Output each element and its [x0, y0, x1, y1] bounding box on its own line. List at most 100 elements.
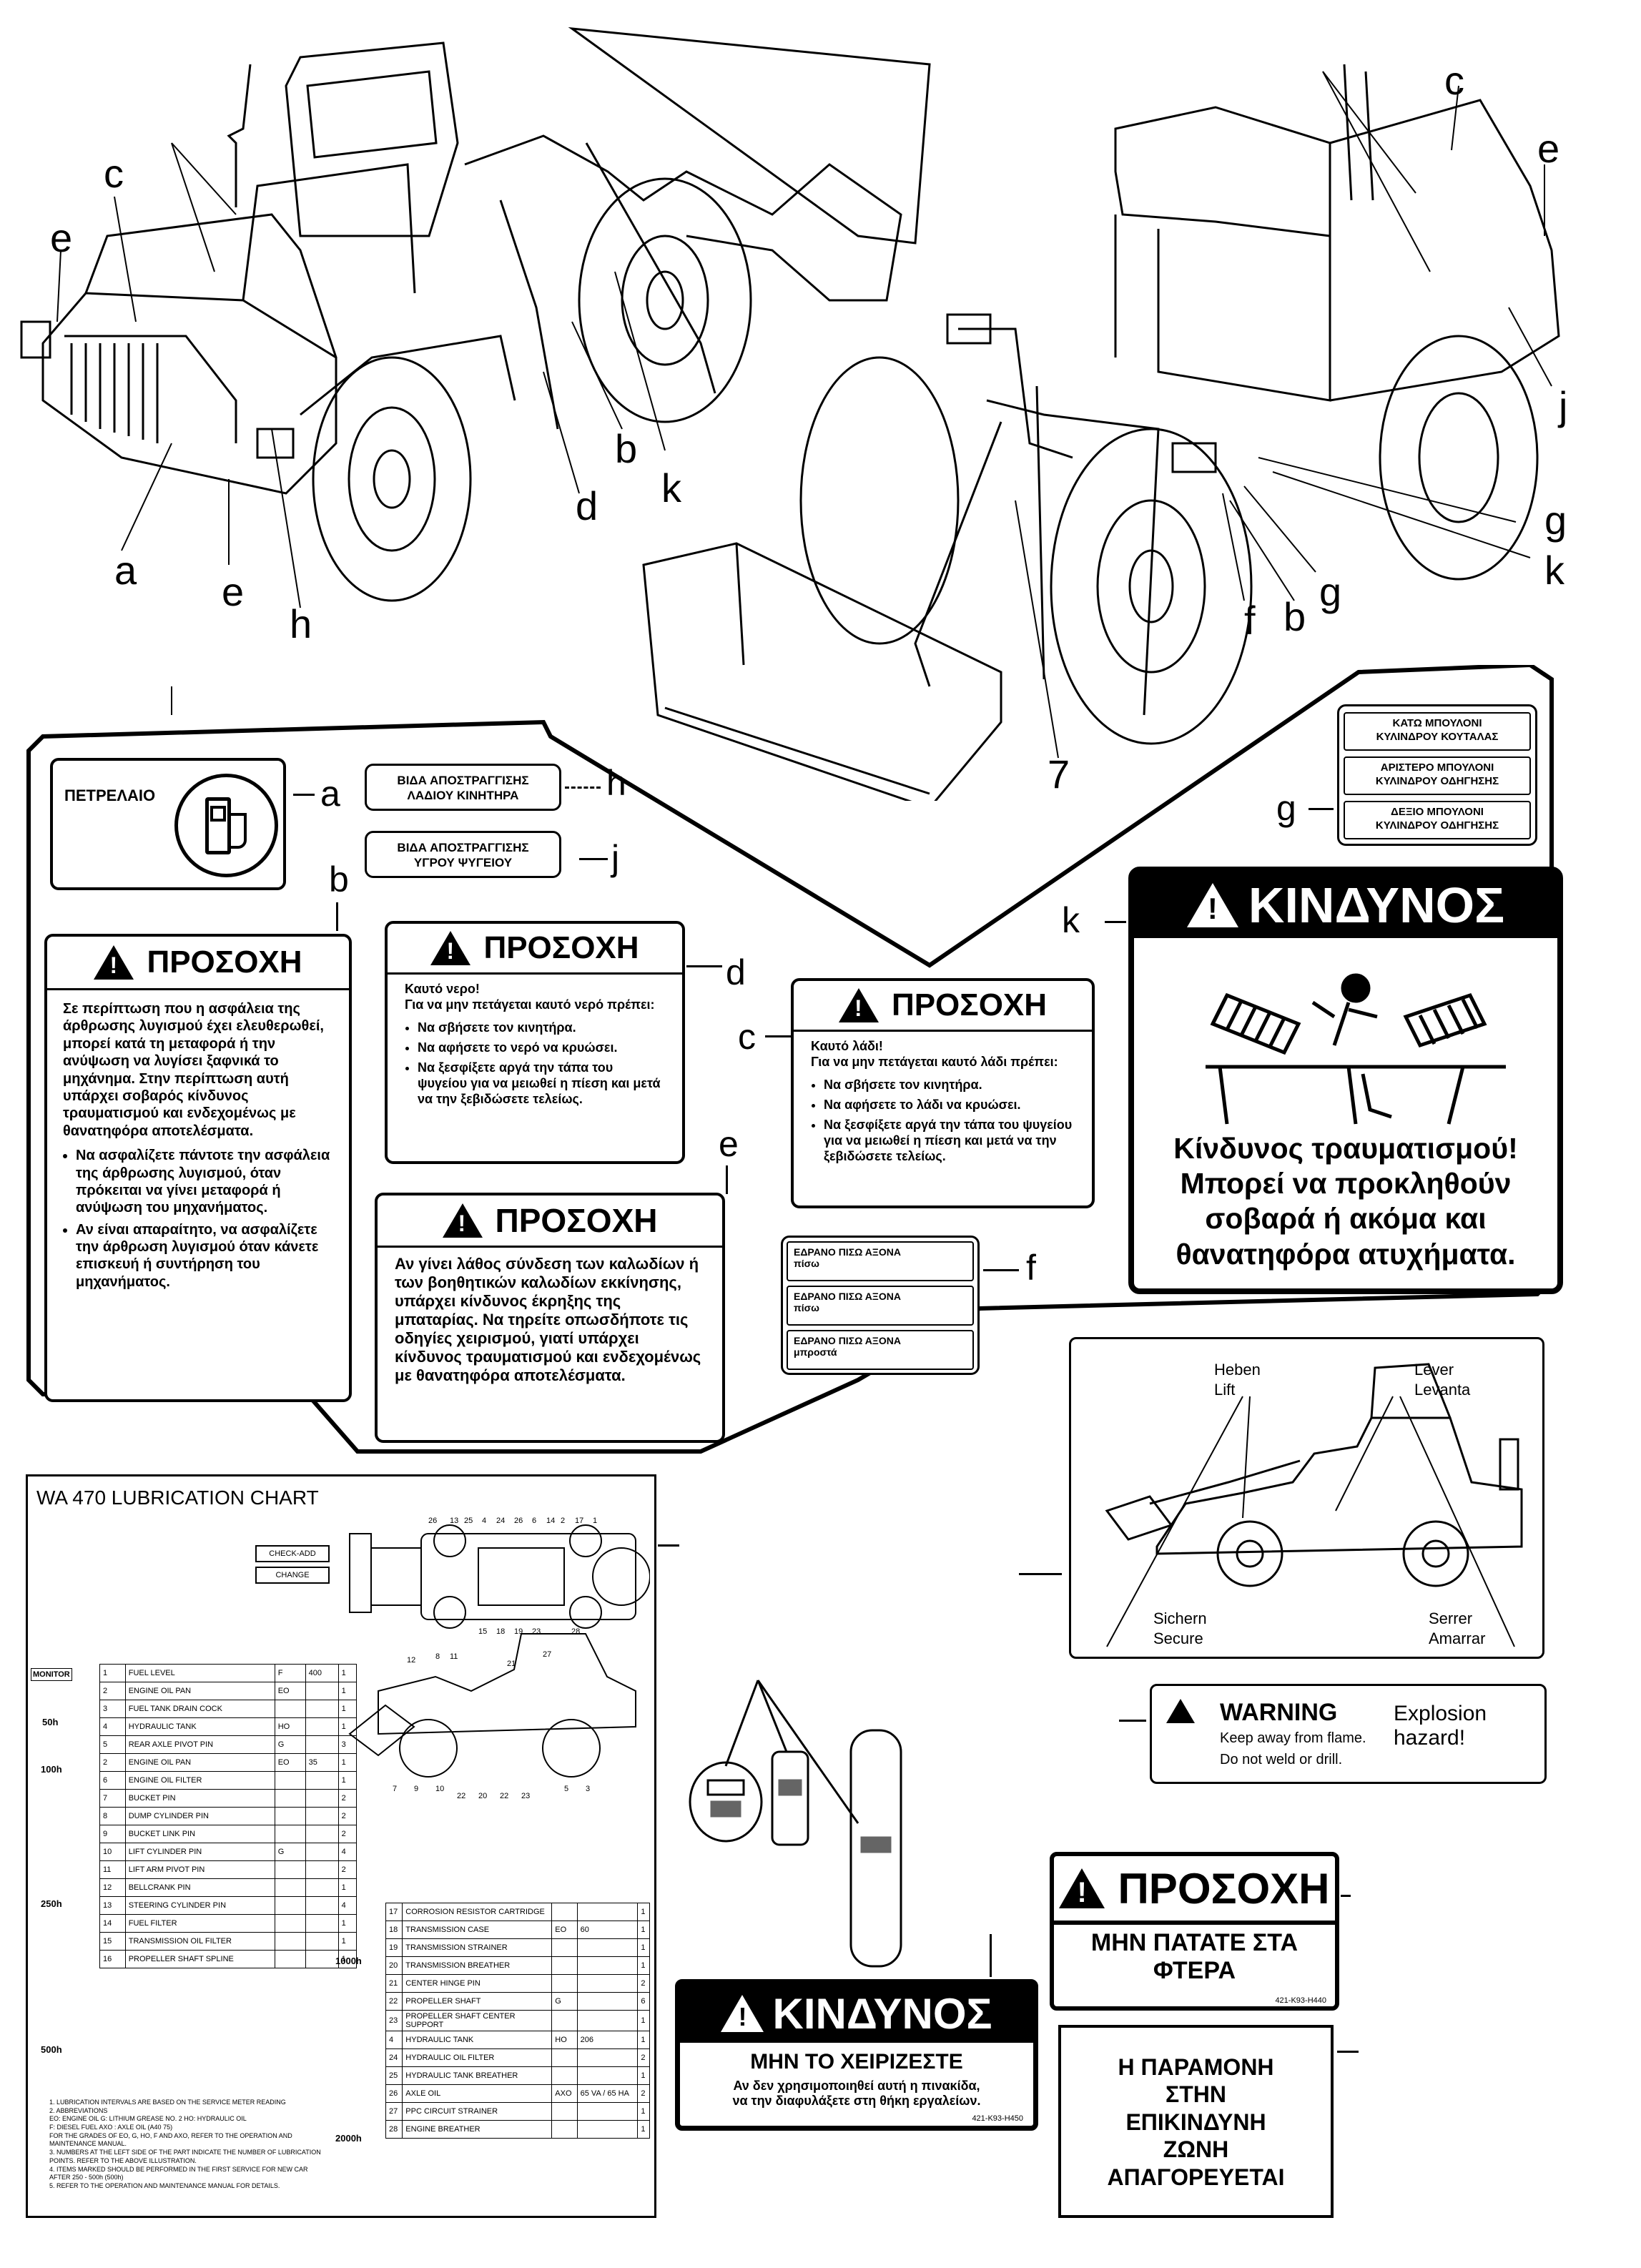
diagram-number: 22	[500, 1792, 508, 1800]
lubrication-cell-n: 27	[385, 2102, 403, 2121]
lubrication-cell-n: 7	[99, 1789, 126, 1808]
lubrication-cell-pts: 1	[337, 1950, 358, 1968]
lubrication-cell-item: TRANSMISSION OIL FILTER	[124, 1932, 275, 1951]
lubrication-cell-item: HYDRAULIC TANK BREATHER	[402, 2066, 553, 2085]
label-b-left: b	[615, 426, 638, 471]
interval-1000h: 1000h	[335, 1956, 362, 1966]
callout-b: b	[329, 859, 349, 899]
change-legend: CHANGE	[255, 1567, 330, 1584]
lubrication-cell-lub: AXO	[551, 2084, 578, 2103]
lubrication-cell-qty	[305, 1843, 339, 1861]
diagram-number: 6	[532, 1517, 536, 1525]
lubrication-cell-pts: 1	[637, 1921, 650, 1939]
label-e-left-bottom: e	[222, 569, 245, 614]
label-c-left: c	[104, 151, 124, 196]
lubrication-cell-n: 17	[385, 1903, 403, 1921]
lubrication-cell-pts: 3	[337, 1735, 358, 1754]
danger-header: ! ΚΙΝΔΥΝΟΣ	[1134, 872, 1557, 938]
lubrication-cell-lub	[274, 1825, 306, 1843]
lubrication-cell-pts: 1	[637, 2066, 650, 2085]
warning-triangle-icon: !	[1186, 883, 1238, 927]
lubrication-cell-lub	[274, 1807, 306, 1825]
lubrication-cell-item: TRANSMISSION STRAINER	[402, 1938, 553, 1957]
lubrication-cell-lub: EO	[551, 1921, 578, 1939]
interval-2000h: 2000h	[335, 2133, 362, 2144]
explosion-warning-decal: WARNING Explosion hazard! Keep away from…	[1150, 1684, 1547, 1784]
lubrication-cell-item: PROPELLER SHAFT	[402, 1992, 553, 2011]
diagram-number: 14	[546, 1517, 555, 1525]
lubrication-cell-pts: 1	[337, 1664, 358, 1682]
lubrication-title: WA 470 LUBRICATION CHART	[36, 1486, 319, 1509]
diagram-number: 26	[514, 1517, 523, 1525]
lubrication-cell-lub	[551, 1956, 578, 1975]
interval-50h: 50h	[42, 1717, 59, 1727]
battery-explosion-warning: ΠΡΟΣΟΧΗ Αν γίνει λάθος σύνδεση των καλωδ…	[375, 1193, 725, 1443]
lubrication-cell-lub	[274, 1789, 306, 1808]
lubrication-cell-pts: 1	[337, 1932, 358, 1951]
diagram-number: 7	[393, 1785, 397, 1793]
label-b-right: b	[1283, 594, 1306, 639]
lubrication-cell-pts: 2	[337, 1807, 358, 1825]
diagram-number: 3	[586, 1785, 590, 1793]
lubrication-cell-lub	[274, 1771, 306, 1790]
lubrication-cell-lub: G	[274, 1735, 306, 1754]
lubrication-cell-item: FUEL TANK DRAIN COCK	[124, 1700, 275, 1718]
label-g-right-1: g	[1544, 498, 1567, 543]
lubrication-cell-pts: 1	[637, 1956, 650, 1975]
callout-c: c	[738, 1017, 756, 1057]
lubrication-cell-pts: 1	[337, 1717, 358, 1736]
lubrication-cell-qty	[305, 1789, 339, 1808]
lubrication-cell-pts: 1	[337, 1682, 358, 1700]
lubrication-cell-pts: 1	[337, 1771, 358, 1790]
warning-triangle-icon	[430, 931, 471, 965]
hot-water-warning: ΠΡΟΣΟΧΗ Καυτό νερο! Για να μην πετάγεται…	[385, 921, 685, 1164]
lubrication-cell-pts: 2	[337, 1789, 358, 1808]
lubrication-cell-n: 19	[385, 1938, 403, 1957]
lubrication-cell-qty: 400	[305, 1664, 339, 1682]
lubrication-cell-n: 16	[99, 1950, 126, 1968]
lubrication-cell-n: 2	[99, 1682, 126, 1700]
diagram-number: 26	[428, 1517, 437, 1525]
callout-f: f	[1026, 1248, 1036, 1288]
k-danger-text: Κίνδυνος τραυματισμού! Μπορεί να προκληθ…	[1173, 1132, 1518, 1271]
lubrication-cell-qty	[576, 2010, 639, 2031]
lubrication-cell-item: DUMP CYLINDER PIN	[124, 1807, 275, 1825]
lubrication-cell-n: 6	[99, 1771, 126, 1790]
lubrication-cell-n: 9	[99, 1825, 126, 1843]
lubrication-cell-lub	[551, 2066, 578, 2085]
warning-triangle-icon	[442, 1203, 483, 1238]
lubrication-cell-lub: G	[551, 1992, 578, 2011]
label-c-right: c	[1444, 58, 1464, 103]
interval-monitor: MONITOR	[31, 1668, 72, 1681]
lubrication-cell-qty	[305, 1914, 339, 1933]
lift-lock-decal: Heben Lift Lever Levanta Sichern Secure …	[1069, 1337, 1544, 1659]
lubrication-cell-pts: 2	[637, 1974, 650, 1993]
lubrication-cell-item: BELLCRANK PIN	[124, 1878, 275, 1897]
lubrication-cell-lub	[551, 2048, 578, 2067]
lubrication-cell-n: 1	[99, 1664, 126, 1682]
d-warning-intro2: Για να μην πετάγεται καυτό νερό πρέπει:	[405, 997, 655, 1012]
lubrication-cell-item: HYDRAULIC OIL FILTER	[402, 2048, 553, 2067]
lubrication-cell-qty	[305, 1860, 339, 1879]
lubrication-cell-lub	[551, 2102, 578, 2121]
diagram-number: 28	[571, 1627, 580, 1636]
lubrication-cell-item: CORROSION RESISTOR CARTRIDGE	[402, 1903, 553, 1921]
lubrication-cell-qty	[305, 1682, 339, 1700]
lubrication-cell-n: 20	[385, 1956, 403, 1975]
lubrication-cell-pts: 1	[637, 1938, 650, 1957]
hot-oil-warning: ΠΡΟΣΟΧΗ Καυτό λάδι! Για να μην πετάγεται…	[791, 978, 1095, 1208]
lubrication-cell-pts: 1	[637, 2102, 650, 2121]
label-f-right: f	[1244, 598, 1256, 643]
lubrication-cell-qty	[305, 1950, 339, 1968]
do-not-operate-decal: ! ΚΙΝΔΥΝΟΣ ΜΗΝ ΤΟ ΧΕΙΡΙΖΕΣΤΕ Αν δεν χρησ…	[675, 1979, 1038, 2131]
lubrication-cell-qty	[576, 1992, 639, 2011]
diagram-number: 17	[575, 1517, 583, 1525]
